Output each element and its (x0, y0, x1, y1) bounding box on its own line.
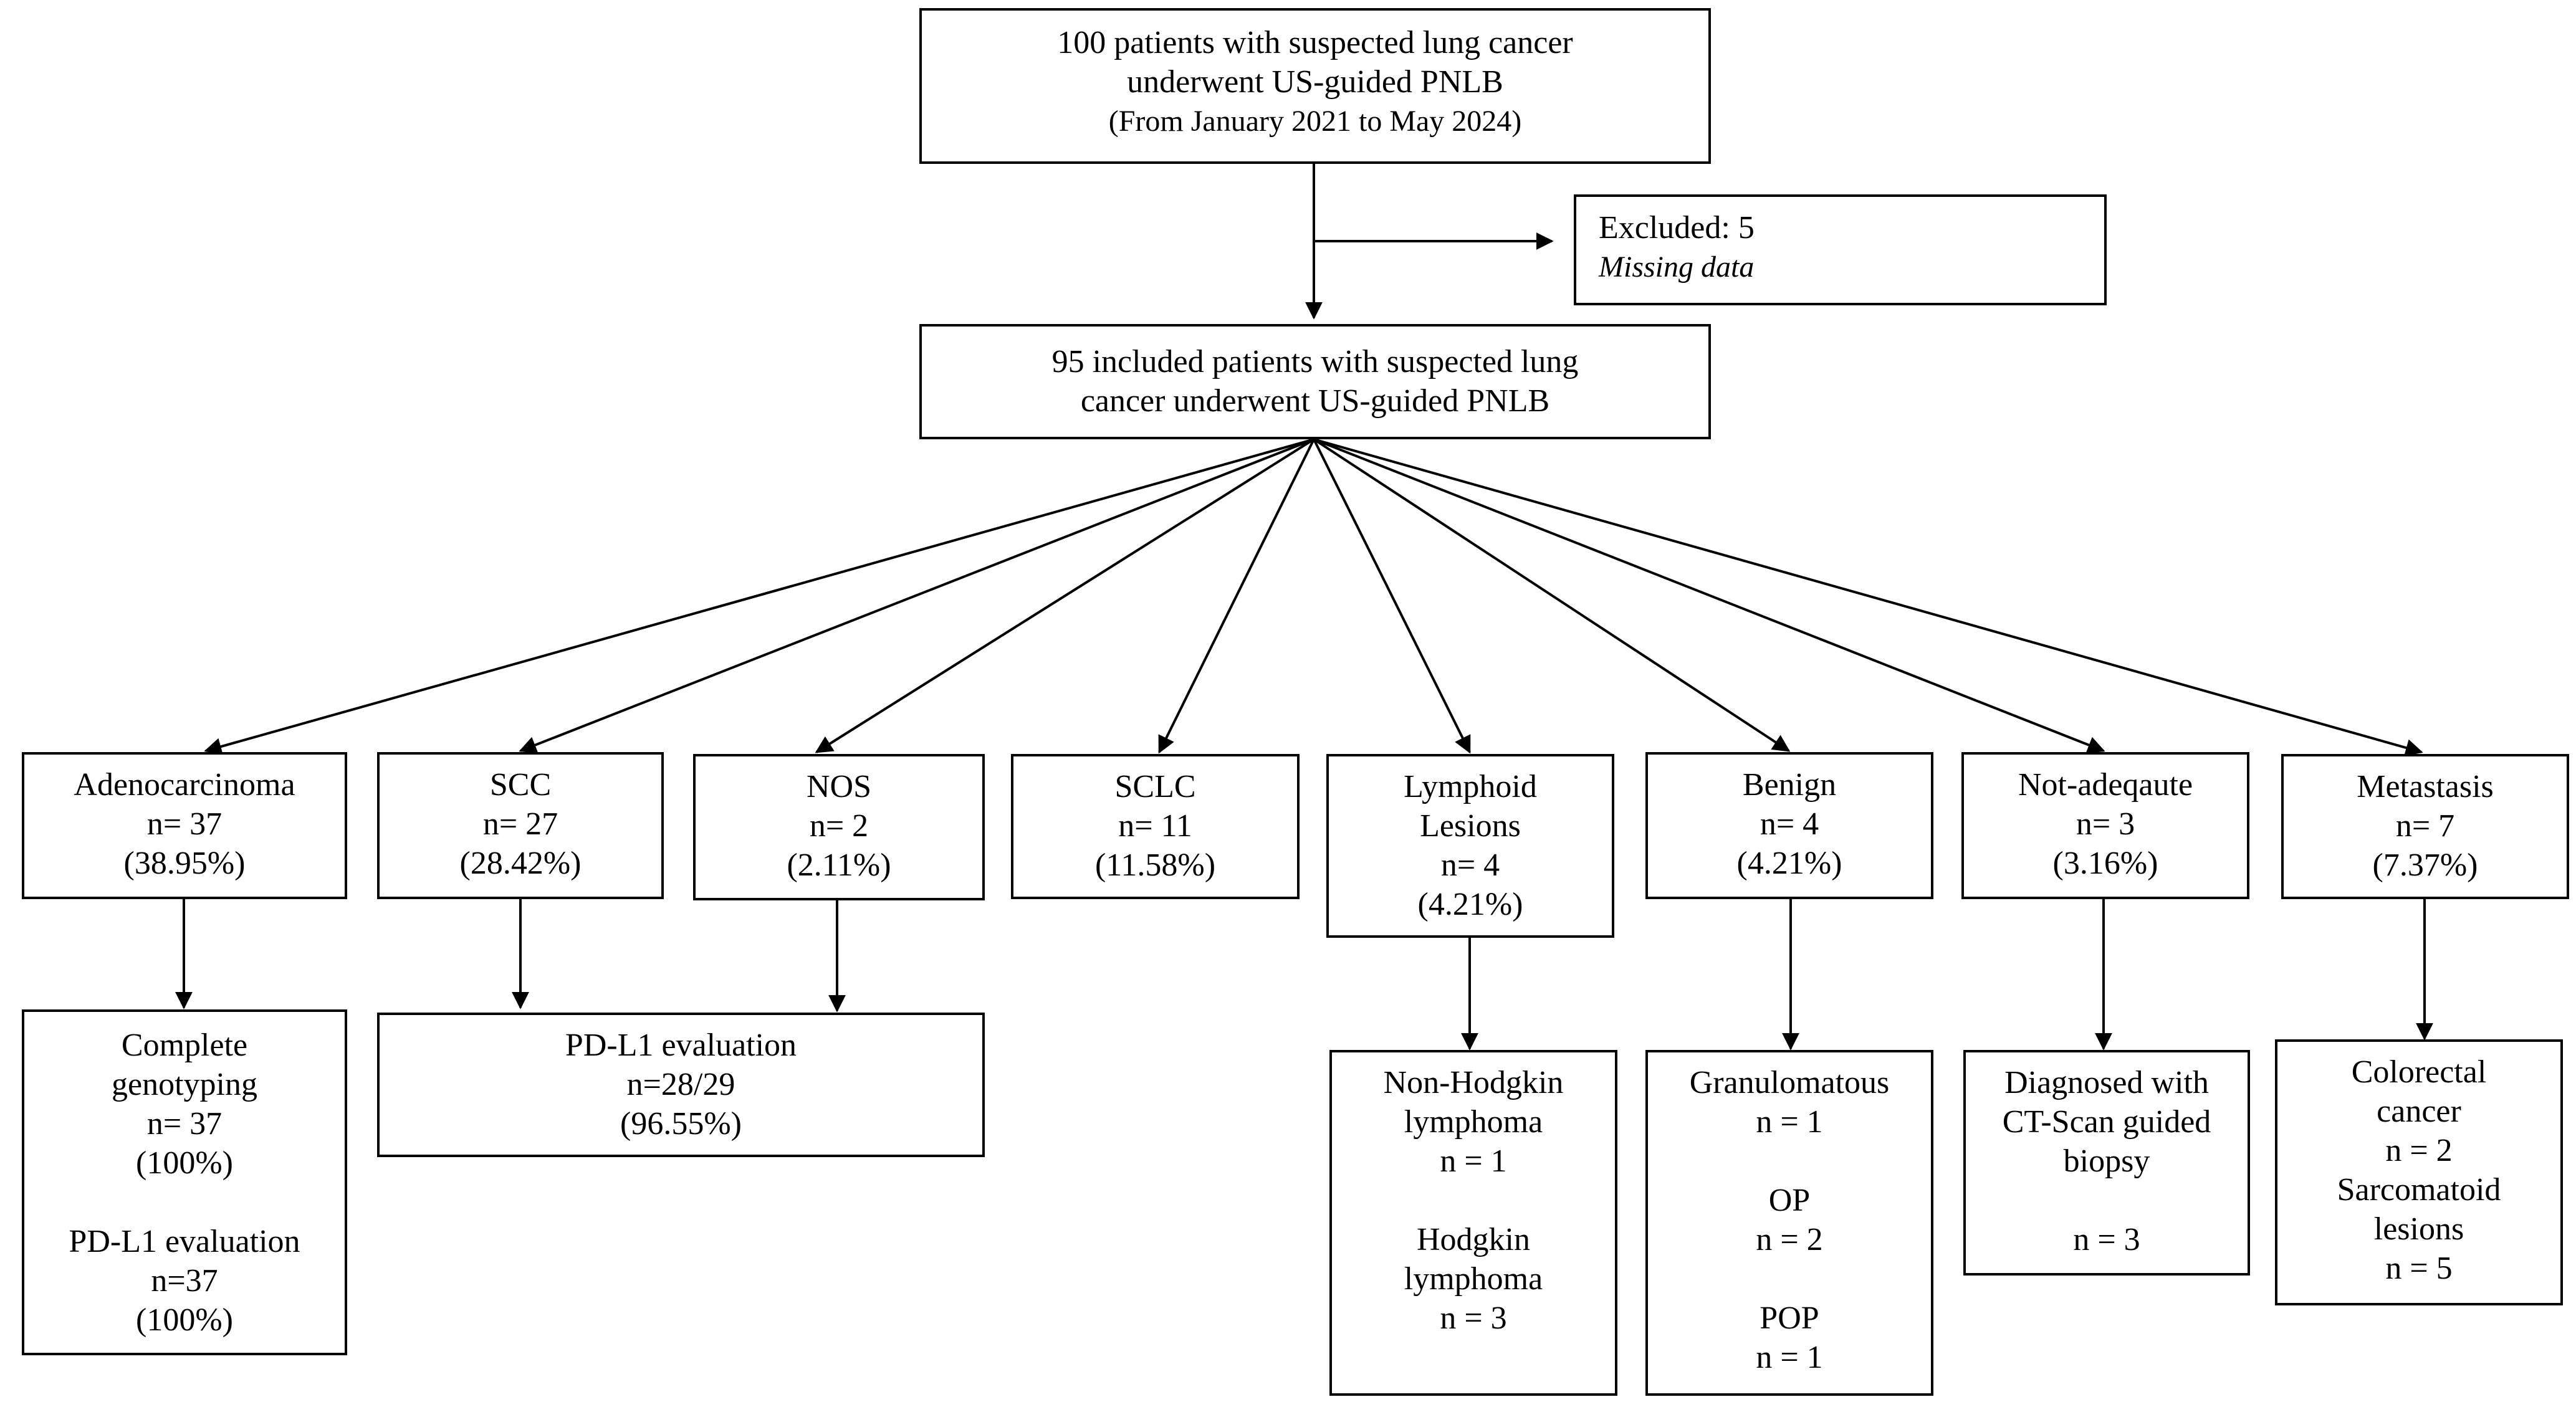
outcome-line: (100%) (136, 1302, 233, 1338)
arrow-to-adenocarcinoma (204, 438, 1314, 755)
outcome-line: biopsy (2063, 1143, 2150, 1179)
arrow-to-nos (815, 438, 1315, 753)
outcome-pdl1-evaluation: PD-L1 evaluation n=28/29 (96.55%) (377, 1013, 985, 1157)
category-percent: (4.21%) (1417, 887, 1523, 922)
included-box-line2: cancer underwent US-guided PNLB (1080, 383, 1550, 419)
excluded-box: Excluded: 5 Missing data (1574, 194, 2107, 305)
category-label: Lymphoid (1404, 769, 1537, 804)
outcome-spacer (24, 1183, 345, 1222)
outcome-line: n = 5 (2385, 1251, 2453, 1286)
category-lymphoid-lesions: Lymphoid Lesions n= 4 (4.21%) (1326, 754, 1614, 938)
outcome-line: n = 1 (1440, 1143, 1507, 1179)
category-scc: SCC n= 27 (28.42%) (377, 752, 664, 899)
outcome-line: n = 2 (1756, 1222, 1823, 1257)
category-label: Not-adeqaute (2018, 767, 2193, 803)
outcome-line: cancer (2377, 1094, 2461, 1129)
arrow-to-sclc (1158, 439, 1315, 754)
category-count: n= 11 (1118, 808, 1192, 844)
outcome-line: Non-Hodgkin (1383, 1065, 1564, 1100)
outcome-line: lymphoma (1404, 1261, 1543, 1297)
outcome-line: Granulomatous (1689, 1065, 1890, 1100)
arrow-to-notadequate (1313, 438, 2105, 753)
outcome-line: PD-L1 evaluation (565, 1028, 797, 1063)
outcome-spacer (1648, 1259, 1931, 1299)
category-adenocarcinoma: Adenocarcinoma n= 37 (38.95%) (22, 752, 347, 899)
category-label: Adenocarcinoma (74, 767, 295, 803)
outcome-metastasis: Colorectal cancer n = 2 Sarcomatoid lesi… (2275, 1039, 2563, 1305)
arrow-to-benign (1313, 438, 1791, 752)
category-label: SCC (489, 767, 552, 803)
category-metastasis: Metastasis n= 7 (7.37%) (2281, 754, 2569, 899)
outcome-line: PD-L1 evaluation (69, 1224, 300, 1259)
category-sclc: SCLC n= 11 (11.58%) (1011, 754, 1300, 899)
included-box-line1: 95 included patients with suspected lung (1051, 344, 1579, 379)
outcome-line: OP (1768, 1183, 1811, 1218)
outcome-spacer (1332, 1181, 1615, 1220)
excluded-count: Excluded: 5 (1599, 210, 1755, 246)
outcome-line: genotyping (112, 1067, 257, 1102)
outcome-line: Colorectal (2351, 1054, 2487, 1090)
category-percent: (28.42%) (459, 846, 582, 881)
category-count: n= 37 (146, 806, 223, 842)
outcome-line: n=28/29 (626, 1067, 735, 1102)
category-percent: (38.95%) (123, 846, 246, 881)
top-box-line1: 100 patients with suspected lung cancer (1057, 25, 1573, 60)
category-label: Benign (1742, 767, 1837, 803)
category-percent: (11.58%) (1094, 847, 1216, 883)
category-percent: (7.37%) (2372, 847, 2478, 883)
category-label: SCLC (1114, 769, 1196, 804)
outcome-benign: Granulomatous n = 1 OP n = 2 POP n = 1 (1645, 1050, 1933, 1396)
total-patients-box: 100 patients with suspected lung cancer … (919, 8, 1711, 164)
category-count: n= 4 (1760, 806, 1819, 842)
outcome-line: Diagnosed with (2004, 1065, 2209, 1100)
category-count: n= 7 (2395, 808, 2455, 844)
category-percent: (2.11%) (787, 847, 891, 883)
outcome-line: n= 37 (146, 1106, 223, 1142)
category-count: n= 2 (809, 808, 869, 844)
category-label: Metastasis (2357, 769, 2494, 804)
category-percent: (4.21%) (1736, 846, 1842, 881)
outcome-line: n = 3 (2073, 1222, 2140, 1257)
arrow-to-lymphoid (1313, 439, 1471, 754)
arrow-to-metastasis (1313, 438, 2423, 756)
outcome-line: n=37 (151, 1263, 218, 1299)
outcome-line: n = 3 (1440, 1300, 1507, 1336)
category-percent: (3.16%) (2052, 846, 2158, 881)
top-box-line3: (From January 2021 to May 2024) (1108, 105, 1522, 138)
outcome-lymphoid: Non-Hodgkin lymphoma n = 1 Hodgkin lymph… (1329, 1050, 1617, 1396)
outcome-adenocarcinoma: Complete genotyping n= 37 (100%) PD-L1 e… (22, 1009, 347, 1355)
outcome-line: (96.55%) (620, 1106, 742, 1142)
outcome-line: lesions (2373, 1211, 2464, 1247)
outcome-spacer (1966, 1181, 2248, 1220)
outcome-line: POP (1760, 1300, 1819, 1336)
category-label: NOS (806, 769, 872, 804)
top-box-line2: underwent US-guided PNLB (1127, 64, 1503, 100)
outcome-line: (100%) (136, 1145, 233, 1181)
category-count: n= 3 (2076, 806, 2135, 842)
category-benign: Benign n= 4 (4.21%) (1645, 752, 1933, 899)
outcome-line: Complete (121, 1028, 248, 1063)
outcome-line: n = 2 (2385, 1133, 2453, 1168)
category-not-adequate: Not-adeqaute n= 3 (3.16%) (1961, 752, 2249, 899)
outcome-spacer (1648, 1142, 1931, 1181)
category-count: n= 27 (482, 806, 558, 842)
included-patients-box: 95 included patients with suspected lung… (919, 324, 1711, 439)
outcome-line: lymphoma (1404, 1104, 1543, 1140)
excluded-reason: Missing data (1599, 250, 1755, 284)
category-count: n= 4 (1440, 847, 1500, 883)
category-nos: NOS n= 2 (2.11%) (693, 754, 985, 900)
outcome-line: n = 1 (1756, 1340, 1823, 1375)
outcome-line: Sarcomatoid (2337, 1172, 2501, 1208)
outcome-line: CT-Scan guided (2002, 1104, 2211, 1140)
outcome-not-adequate: Diagnosed with CT-Scan guided biopsy n =… (1963, 1050, 2250, 1276)
outcome-line: n = 1 (1756, 1104, 1823, 1140)
arrow-to-scc (519, 438, 1314, 753)
outcome-line: Hodgkin (1417, 1222, 1530, 1257)
category-label-cont: Lesions (1420, 808, 1521, 844)
